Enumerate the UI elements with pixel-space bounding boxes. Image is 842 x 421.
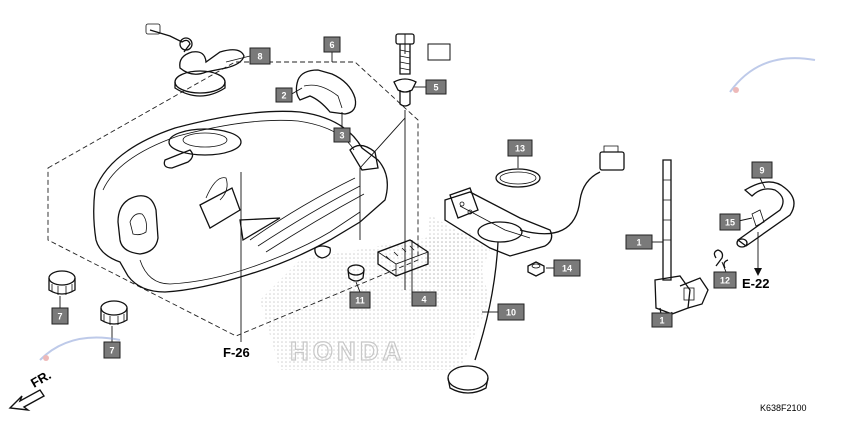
svg-text:6: 6 — [329, 40, 334, 50]
svg-text:12: 12 — [720, 276, 730, 286]
svg-text:3: 3 — [339, 131, 344, 141]
fuel-cap — [145, 23, 245, 97]
svg-text:FR.: FR. — [28, 367, 54, 390]
fuel-hose — [736, 181, 795, 248]
fuel-valve — [654, 159, 709, 321]
ref-e22: E-22 — [742, 276, 769, 291]
callout-11: 11 — [349, 291, 371, 309]
callout-7a: 7 — [51, 307, 69, 325]
callout-13: 13 — [507, 139, 533, 157]
moto-watermark — [39, 57, 816, 361]
grommet — [347, 264, 365, 282]
front-arrow: FR. — [8, 367, 54, 411]
ref-f26: F-26 — [223, 345, 250, 360]
callout-3: 3 — [333, 127, 351, 143]
callout-10: 10 — [497, 303, 525, 321]
svg-text:1: 1 — [636, 238, 641, 248]
tank-cushion-rubber — [295, 69, 357, 115]
svg-text:4: 4 — [421, 295, 426, 305]
callout-12: 12 — [713, 271, 737, 289]
leader-lines — [59, 34, 766, 342]
callout-15: 15 — [719, 213, 741, 231]
callout-4: 4 — [411, 291, 437, 307]
callout-14: 14 — [553, 259, 581, 277]
svg-text:14: 14 — [562, 264, 572, 274]
callout-1b: 1 — [651, 312, 673, 328]
callout-6: 6 — [323, 36, 341, 53]
o-ring — [495, 168, 541, 188]
svg-text:5: 5 — [433, 83, 438, 93]
svg-text:8: 8 — [257, 52, 262, 62]
svg-text:11: 11 — [355, 296, 365, 306]
svg-text:15: 15 — [725, 218, 735, 228]
svg-text:2: 2 — [281, 91, 286, 101]
fuel-sender-unit — [444, 145, 625, 394]
flange-nut — [527, 261, 545, 277]
diagram-code: K638F2100 — [760, 403, 807, 413]
gauge-connector — [377, 239, 429, 277]
callout-5: 5 — [425, 79, 447, 95]
svg-text:9: 9 — [759, 166, 764, 176]
hose-clip — [713, 249, 729, 269]
svg-text:1: 1 — [659, 316, 664, 326]
callout-2: 2 — [275, 87, 293, 103]
svg-text:13: 13 — [515, 144, 525, 154]
callout-9: 9 — [751, 161, 773, 179]
callout-8: 8 — [249, 47, 271, 65]
svg-text:7: 7 — [109, 346, 114, 356]
drain-bolt-b — [100, 300, 128, 325]
svg-text:HONDA: HONDA — [290, 336, 405, 366]
watermark-logo: HONDA — [260, 215, 490, 370]
svg-text:10: 10 — [506, 308, 516, 318]
callout-1a: 1 — [625, 234, 653, 250]
drain-bolt-a — [48, 270, 76, 295]
svg-text:7: 7 — [57, 312, 62, 322]
callout-7b: 7 — [103, 341, 121, 359]
fuel-tank — [93, 110, 388, 293]
callout-blank — [427, 43, 451, 61]
